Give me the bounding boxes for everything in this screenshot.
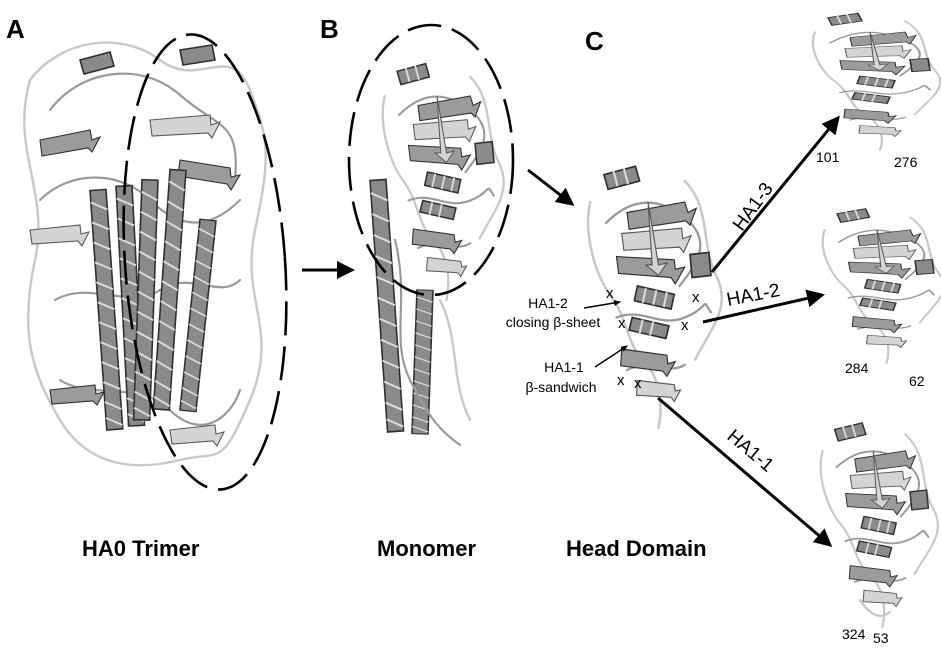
cut-mark: x	[617, 372, 625, 389]
cut-mark: x	[618, 315, 626, 332]
panel-c-caption: Head Domain	[566, 536, 707, 561]
arrow-b-to-c	[528, 170, 572, 204]
ha1-2-annotation: HA1-2 closing β-sheet	[506, 295, 620, 330]
ha1-2-start-residue: 284	[845, 360, 869, 376]
panel-b: B Monomer	[320, 14, 513, 561]
monomer-structure	[370, 64, 504, 445]
ha1-1-annotation: HA1-1 β-sandwich	[525, 346, 627, 395]
cut-mark: x	[606, 285, 614, 302]
ha1-2-end-residue: 62	[909, 373, 925, 389]
ha1-3-end-residue: 276	[894, 154, 918, 170]
ha1-1-end-residue: 53	[873, 630, 889, 646]
fragment-label-ha1-3: HA1-3	[729, 179, 778, 235]
ha1-1-start-residue: 324	[842, 626, 866, 642]
panel-b-caption: Monomer	[377, 536, 476, 561]
ha0-trimer-structure	[24, 43, 265, 466]
ha1-1-description: β-sandwich	[525, 379, 596, 395]
panel-c-letter: C	[585, 26, 604, 56]
ha1-2-label: HA1-2	[528, 295, 568, 311]
cut-mark: x	[692, 289, 700, 306]
fragment-ha1-2-structure	[823, 209, 941, 363]
ha1-2-description: closing β-sheet	[506, 314, 601, 330]
fragment-ha1-1-structure	[821, 423, 938, 627]
panel-a: A HA0 Trimer	[6, 14, 301, 561]
panel-a-caption: HA0 Trimer	[82, 536, 200, 561]
cut-mark: x	[634, 375, 642, 392]
panel-a-letter: A	[6, 14, 25, 44]
arrow-to-ha1-1	[658, 398, 830, 545]
ha1-1-label: HA1-1	[544, 359, 584, 375]
fragment-ha1-3-structure	[813, 13, 940, 150]
panel-c: C x x x x x x HA1-2 closing β-sheet HA1-…	[506, 13, 941, 646]
fragment-label-ha1-1: HA1-1	[723, 426, 778, 477]
ha1-2-pointer	[584, 302, 620, 308]
cut-mark: x	[681, 317, 689, 334]
ha1-3-start-residue: 101	[816, 149, 840, 165]
panel-b-letter: B	[320, 14, 339, 44]
